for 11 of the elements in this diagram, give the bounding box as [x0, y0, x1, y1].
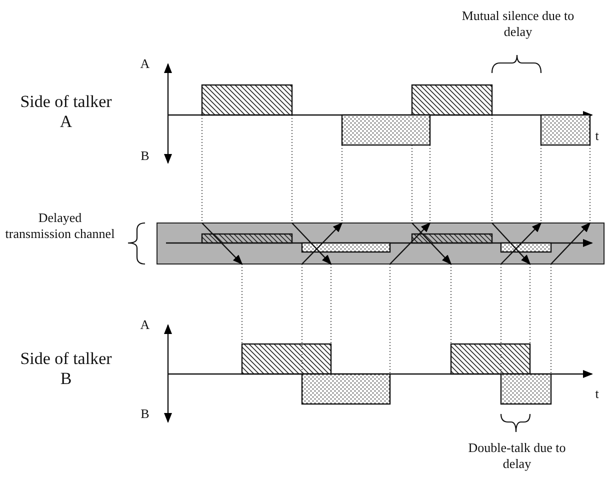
- axis-label: B: [140, 406, 150, 422]
- row-label: Side of talker A: [20, 92, 112, 133]
- axis-label: A: [139, 56, 151, 72]
- row-label: Delayed transmission channel: [5, 210, 115, 242]
- axis-label: A: [139, 317, 151, 333]
- annotation: Mutual silence due to delay: [460, 8, 576, 40]
- annotation: Double-talk due to delay: [467, 440, 567, 472]
- axis-label: t: [594, 386, 600, 402]
- row-label: Side of talker B: [20, 349, 112, 390]
- axis-label: B: [140, 148, 150, 164]
- axis-label: t: [594, 128, 600, 144]
